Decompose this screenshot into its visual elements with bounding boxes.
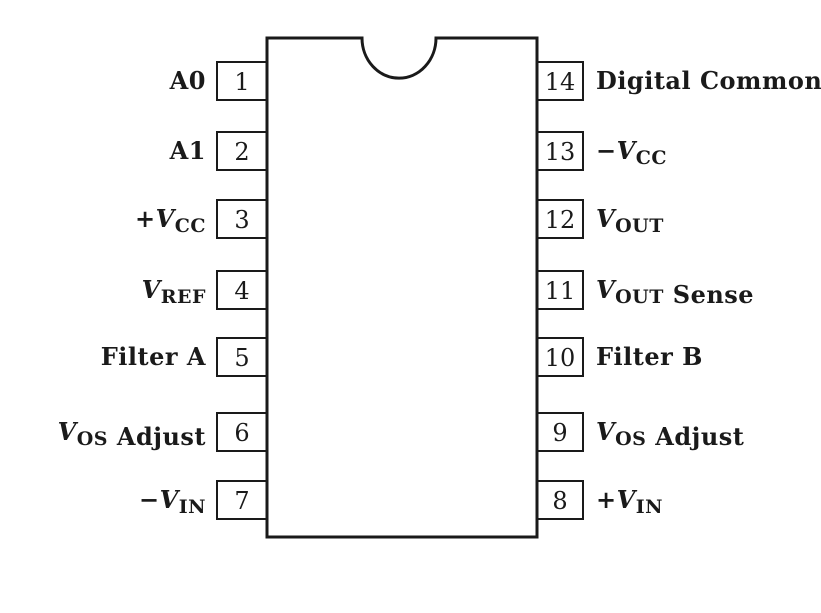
pin-6-label: VOS Adjust (58, 417, 206, 451)
pin-5-box (216, 337, 268, 377)
pin-11-label: VOUT Sense (596, 275, 754, 309)
pin-14-number: 14 (545, 68, 576, 96)
pin-8-box (536, 480, 584, 520)
pin-9-label: VOS Adjust (596, 417, 744, 451)
pin-10-box (536, 337, 584, 377)
pin-13-label: −VCC (596, 136, 667, 169)
pin-2-number: 2 (234, 138, 249, 166)
pin-3-label: +VCC (135, 204, 206, 237)
pin-4-box (216, 270, 268, 310)
pin-6-number: 6 (234, 419, 249, 447)
pin-1-box (216, 61, 268, 101)
pin-5-label: Filter A (101, 342, 206, 371)
pin-1-number: 1 (234, 68, 249, 96)
pin-9-number: 9 (552, 419, 567, 447)
chip-body (265, 36, 539, 539)
pin-2-label: A1 (169, 136, 206, 165)
pin-6-box (216, 412, 268, 452)
pin-1-label: A0 (169, 66, 206, 95)
pin-3-number: 3 (234, 206, 249, 234)
pin-12-box (536, 199, 584, 239)
right-pin-column: 14 Digital Common 13 −VCC 12 VOUT 11 VOUT Sense… (536, 61, 821, 520)
pin-12-label: VOUT (596, 204, 664, 237)
pin-8-label: +VIN (596, 485, 663, 518)
pin-10-label: Filter B (596, 342, 703, 371)
pin-13-number: 13 (545, 138, 576, 166)
pin-11-number: 11 (545, 277, 576, 305)
pin-9-box (536, 412, 584, 452)
pin-10-number: 10 (545, 344, 576, 372)
pin-7-label: −VIN (139, 485, 206, 518)
pin-11-box (536, 270, 584, 310)
pin-4-label: VREF (142, 275, 206, 308)
pin-4-number: 4 (234, 277, 249, 305)
pin-14-box (536, 61, 584, 101)
pin-3-box (216, 199, 268, 239)
left-pin-column: 1 A0 2 A1 3 +VCC 4 VREF 5 Filter A 6 VOS Adjust 7 −VI… (58, 61, 268, 520)
pin-5-number: 5 (234, 344, 249, 372)
pin-7-box (216, 480, 268, 520)
pin-2-box (216, 131, 268, 171)
pin-12-number: 12 (545, 206, 576, 234)
pin-7-number: 7 (234, 487, 249, 515)
pin-8-number: 8 (552, 487, 567, 515)
pin-14-label: Digital Common (596, 66, 821, 95)
pin-13-box (536, 131, 584, 171)
